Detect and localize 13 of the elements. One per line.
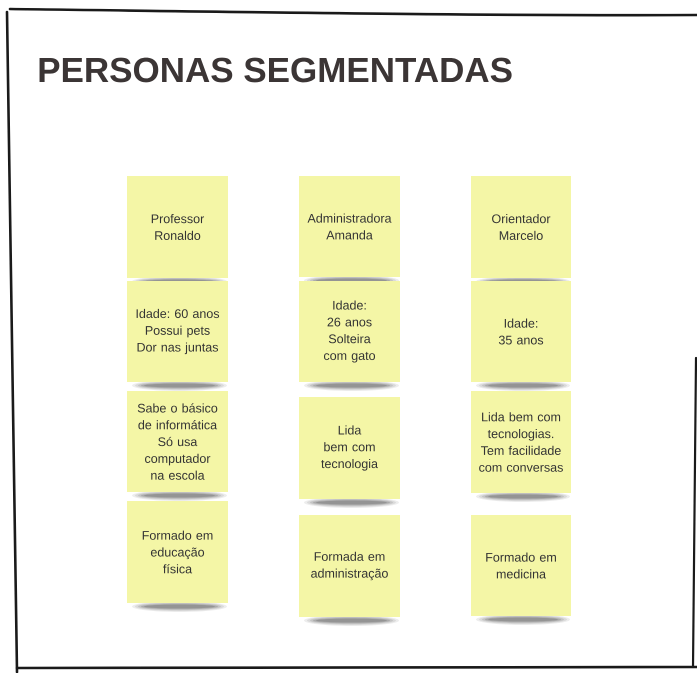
sticky-note: Formado em medicina (471, 515, 571, 625)
sticky-note: Sabe o básico de informática Só usa computador na escola (127, 391, 228, 501)
sticky-note: Lida bem com tecnologia (299, 397, 400, 508)
sticky-note: Formado em educação física (127, 501, 228, 612)
sticky-note: Orientador Marcelo (471, 176, 571, 287)
sticky-note: Idade: 35 anos (471, 281, 571, 391)
sticky-note: Lida bem com tecnologias. Tem facilidade com conversas (471, 391, 571, 502)
sticky-note: Administradora Amanda (299, 176, 400, 286)
title: PERSONAS SEGMENTADAS (40, 58, 512, 82)
sticky-note: Idade: 60 anos Possui pets Dor nas juntas (127, 281, 228, 391)
sticky-note: Idade: 26 anos Solteira com gato (299, 281, 400, 391)
sticky-note: Formada em administração (299, 515, 400, 626)
sticky-note: Professor Ronaldo (127, 176, 228, 287)
